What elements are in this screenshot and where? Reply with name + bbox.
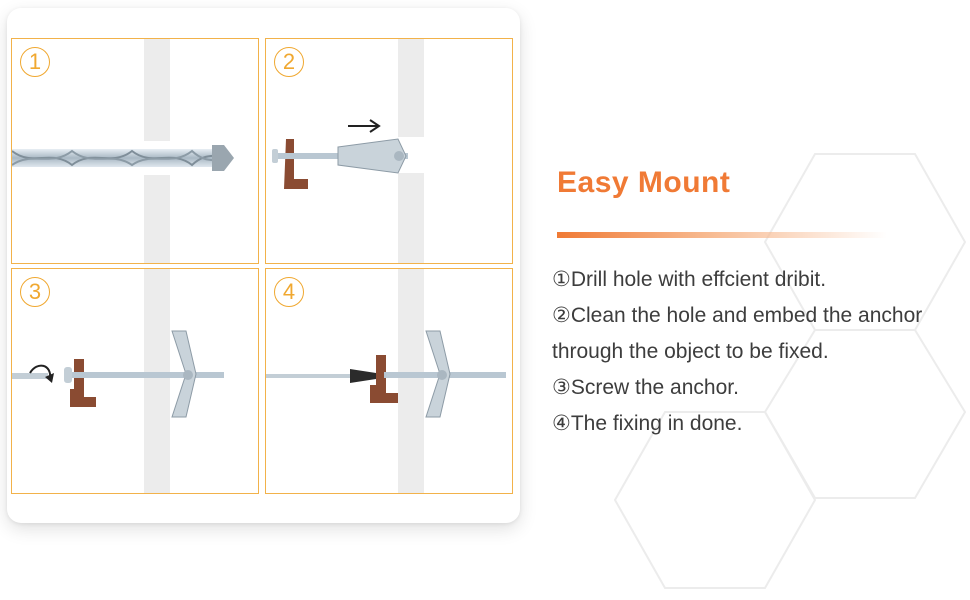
step-2-panel: 2 (265, 38, 513, 264)
fixed-anchor-illustration (266, 269, 506, 493)
step-4-panel: 4 (265, 268, 513, 494)
section-title: Easy Mount (557, 166, 731, 199)
instruction-line: ①Drill hole with effcient dribit. (552, 268, 827, 291)
instruction-line: through the object to be fixed. (552, 340, 829, 363)
title-underline (557, 232, 887, 238)
wall (398, 269, 424, 493)
step-number-4: 4 (274, 277, 304, 307)
step-1-panel: 1 (11, 38, 259, 264)
drill-illustration (12, 39, 234, 263)
screw-illustration (12, 269, 224, 493)
instruction-line: ④The fixing in done. (552, 412, 743, 435)
instruction-line: ②Clean the hole and embed the anchor (552, 304, 923, 327)
bracket (284, 139, 308, 189)
bracket (70, 359, 96, 407)
step-3-panel: 3 (11, 268, 259, 494)
instruction-list: ①Drill hole with effcient dribit. ②Clean… (552, 262, 967, 442)
anchor-insert-illustration (272, 39, 424, 263)
step-number-3: 3 (20, 277, 50, 307)
wall (144, 269, 170, 493)
instruction-line: ③Screw the anchor. (552, 376, 739, 399)
arrow-right-icon (348, 119, 381, 133)
step-number-1: 1 (20, 47, 50, 77)
bracket (370, 355, 398, 403)
instruction-card: 1 2 3 (7, 8, 520, 523)
step-number-2: 2 (274, 47, 304, 77)
